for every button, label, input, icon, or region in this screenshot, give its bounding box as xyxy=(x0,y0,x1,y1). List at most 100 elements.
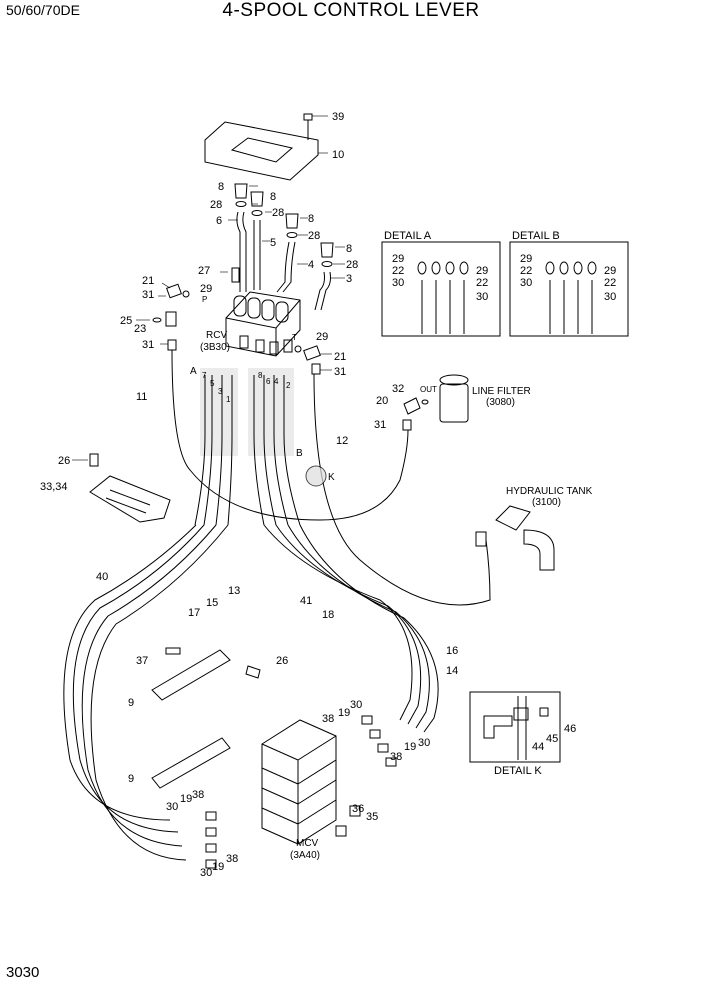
callout: 46 xyxy=(564,723,576,735)
callout: 21 xyxy=(142,275,154,287)
detail-a-title: DETAIL A xyxy=(384,230,432,242)
callout: 19 xyxy=(404,741,416,753)
callout: 26 xyxy=(58,455,70,467)
port-number: 1 xyxy=(226,395,231,404)
port-p: P xyxy=(202,295,207,304)
callout: 26 xyxy=(276,655,288,667)
hydraulic-tank-label: HYDRAULIC TANK xyxy=(506,486,593,497)
line-filter xyxy=(402,374,469,431)
callout: 45 xyxy=(546,733,558,745)
callout: 38 xyxy=(192,789,204,801)
callout: 9 xyxy=(128,697,134,709)
callout: 38 xyxy=(390,751,402,763)
callout: 30 xyxy=(418,737,430,749)
port-number: 3 xyxy=(218,387,223,396)
callout: 30 xyxy=(200,867,212,879)
callout: 10 xyxy=(332,149,344,161)
port-number: 5 xyxy=(210,379,215,388)
port-number: 4 xyxy=(274,377,279,386)
port-number: 6 xyxy=(266,377,271,386)
detail-b-title: DETAIL B xyxy=(512,230,560,242)
callout: 35 xyxy=(366,811,378,823)
hydraulic-tank-fitting xyxy=(475,505,555,571)
left-fittings xyxy=(136,282,190,351)
callout: 19 xyxy=(338,707,350,719)
callout: 30 xyxy=(392,277,404,289)
callout: 31 xyxy=(374,419,386,431)
callout: 22 xyxy=(520,265,532,277)
marker-b: B xyxy=(296,448,303,459)
detail-b-drawing xyxy=(545,261,597,334)
callout: 30 xyxy=(520,277,532,289)
hydraulic-tank-ref: (3100) xyxy=(532,497,561,508)
callout: 20 xyxy=(376,395,388,407)
callout: 31 xyxy=(142,339,154,351)
callout: 29 xyxy=(476,265,488,277)
detail-a-drawing xyxy=(417,261,469,334)
callout: 22 xyxy=(392,265,404,277)
mcv-valve-block xyxy=(261,719,337,845)
callout: 33,34 xyxy=(40,481,68,493)
callout: 29 xyxy=(200,283,212,295)
port-out: OUT xyxy=(420,385,437,394)
callout: 30 xyxy=(350,699,362,711)
callout: 38 xyxy=(226,853,238,865)
callout: 31 xyxy=(142,289,154,301)
callout: 15 xyxy=(206,597,218,609)
callout: 37 xyxy=(136,655,148,667)
floor-mat xyxy=(72,453,171,523)
hose-clusters xyxy=(194,368,301,526)
mcv-label: MCV xyxy=(296,838,319,849)
callout: 3 xyxy=(346,273,352,285)
page-title: 4-SPOOL CONTROL LEVER xyxy=(222,0,480,21)
callout: 44 xyxy=(532,741,544,753)
port-number: 2 xyxy=(286,381,291,390)
callout: 30 xyxy=(166,801,178,813)
rcv-valve-block xyxy=(220,267,301,357)
callout: 17 xyxy=(188,607,200,619)
port-number: 8 xyxy=(258,371,263,380)
callout: 28 xyxy=(346,259,358,271)
callout: 19 xyxy=(212,861,224,873)
marker-a: A xyxy=(190,366,197,377)
marker-k: K xyxy=(328,472,335,483)
callout: 11 xyxy=(136,391,147,403)
callout: 22 xyxy=(476,277,488,289)
callout: 16 xyxy=(446,645,458,657)
mcv-brackets xyxy=(151,647,261,789)
callout: 22 xyxy=(604,277,616,289)
port-t: T xyxy=(292,333,297,342)
callout: 21 xyxy=(334,351,346,363)
port-number: 7 xyxy=(202,371,207,380)
callout: 28 xyxy=(308,230,320,242)
callout: 9 xyxy=(128,773,134,785)
model-code: 50/60/70DE xyxy=(6,2,80,18)
cover-plate xyxy=(204,113,328,181)
detail-b-box xyxy=(509,241,629,337)
callout: 8 xyxy=(270,191,276,203)
callout: 41 xyxy=(300,595,312,607)
callout: 32 xyxy=(392,383,404,395)
hose-bundle-right xyxy=(263,524,439,733)
callout: 23 xyxy=(134,323,146,335)
callout: 14 xyxy=(446,665,458,677)
line-filter-ref: (3080) xyxy=(486,397,515,408)
callout: 13 xyxy=(228,585,240,597)
rcv-ref: (3B30) xyxy=(200,342,230,353)
callout: 18 xyxy=(322,609,334,621)
lever-knobs-and-rods xyxy=(228,183,345,311)
callout: 30 xyxy=(476,291,488,303)
rcv-label: RCV xyxy=(206,330,227,341)
callout: 29 xyxy=(520,253,532,265)
callout: 8 xyxy=(308,213,314,225)
callout: 31 xyxy=(334,366,346,378)
callout: 8 xyxy=(346,243,352,255)
callout: 8 xyxy=(218,181,224,193)
callout: 39 xyxy=(332,111,344,123)
callout: 19 xyxy=(180,793,192,805)
mcv-ref: (3A40) xyxy=(290,850,320,861)
callout: 36 xyxy=(352,803,364,815)
mcv-fittings xyxy=(205,715,397,869)
callout: 25 xyxy=(120,315,132,327)
